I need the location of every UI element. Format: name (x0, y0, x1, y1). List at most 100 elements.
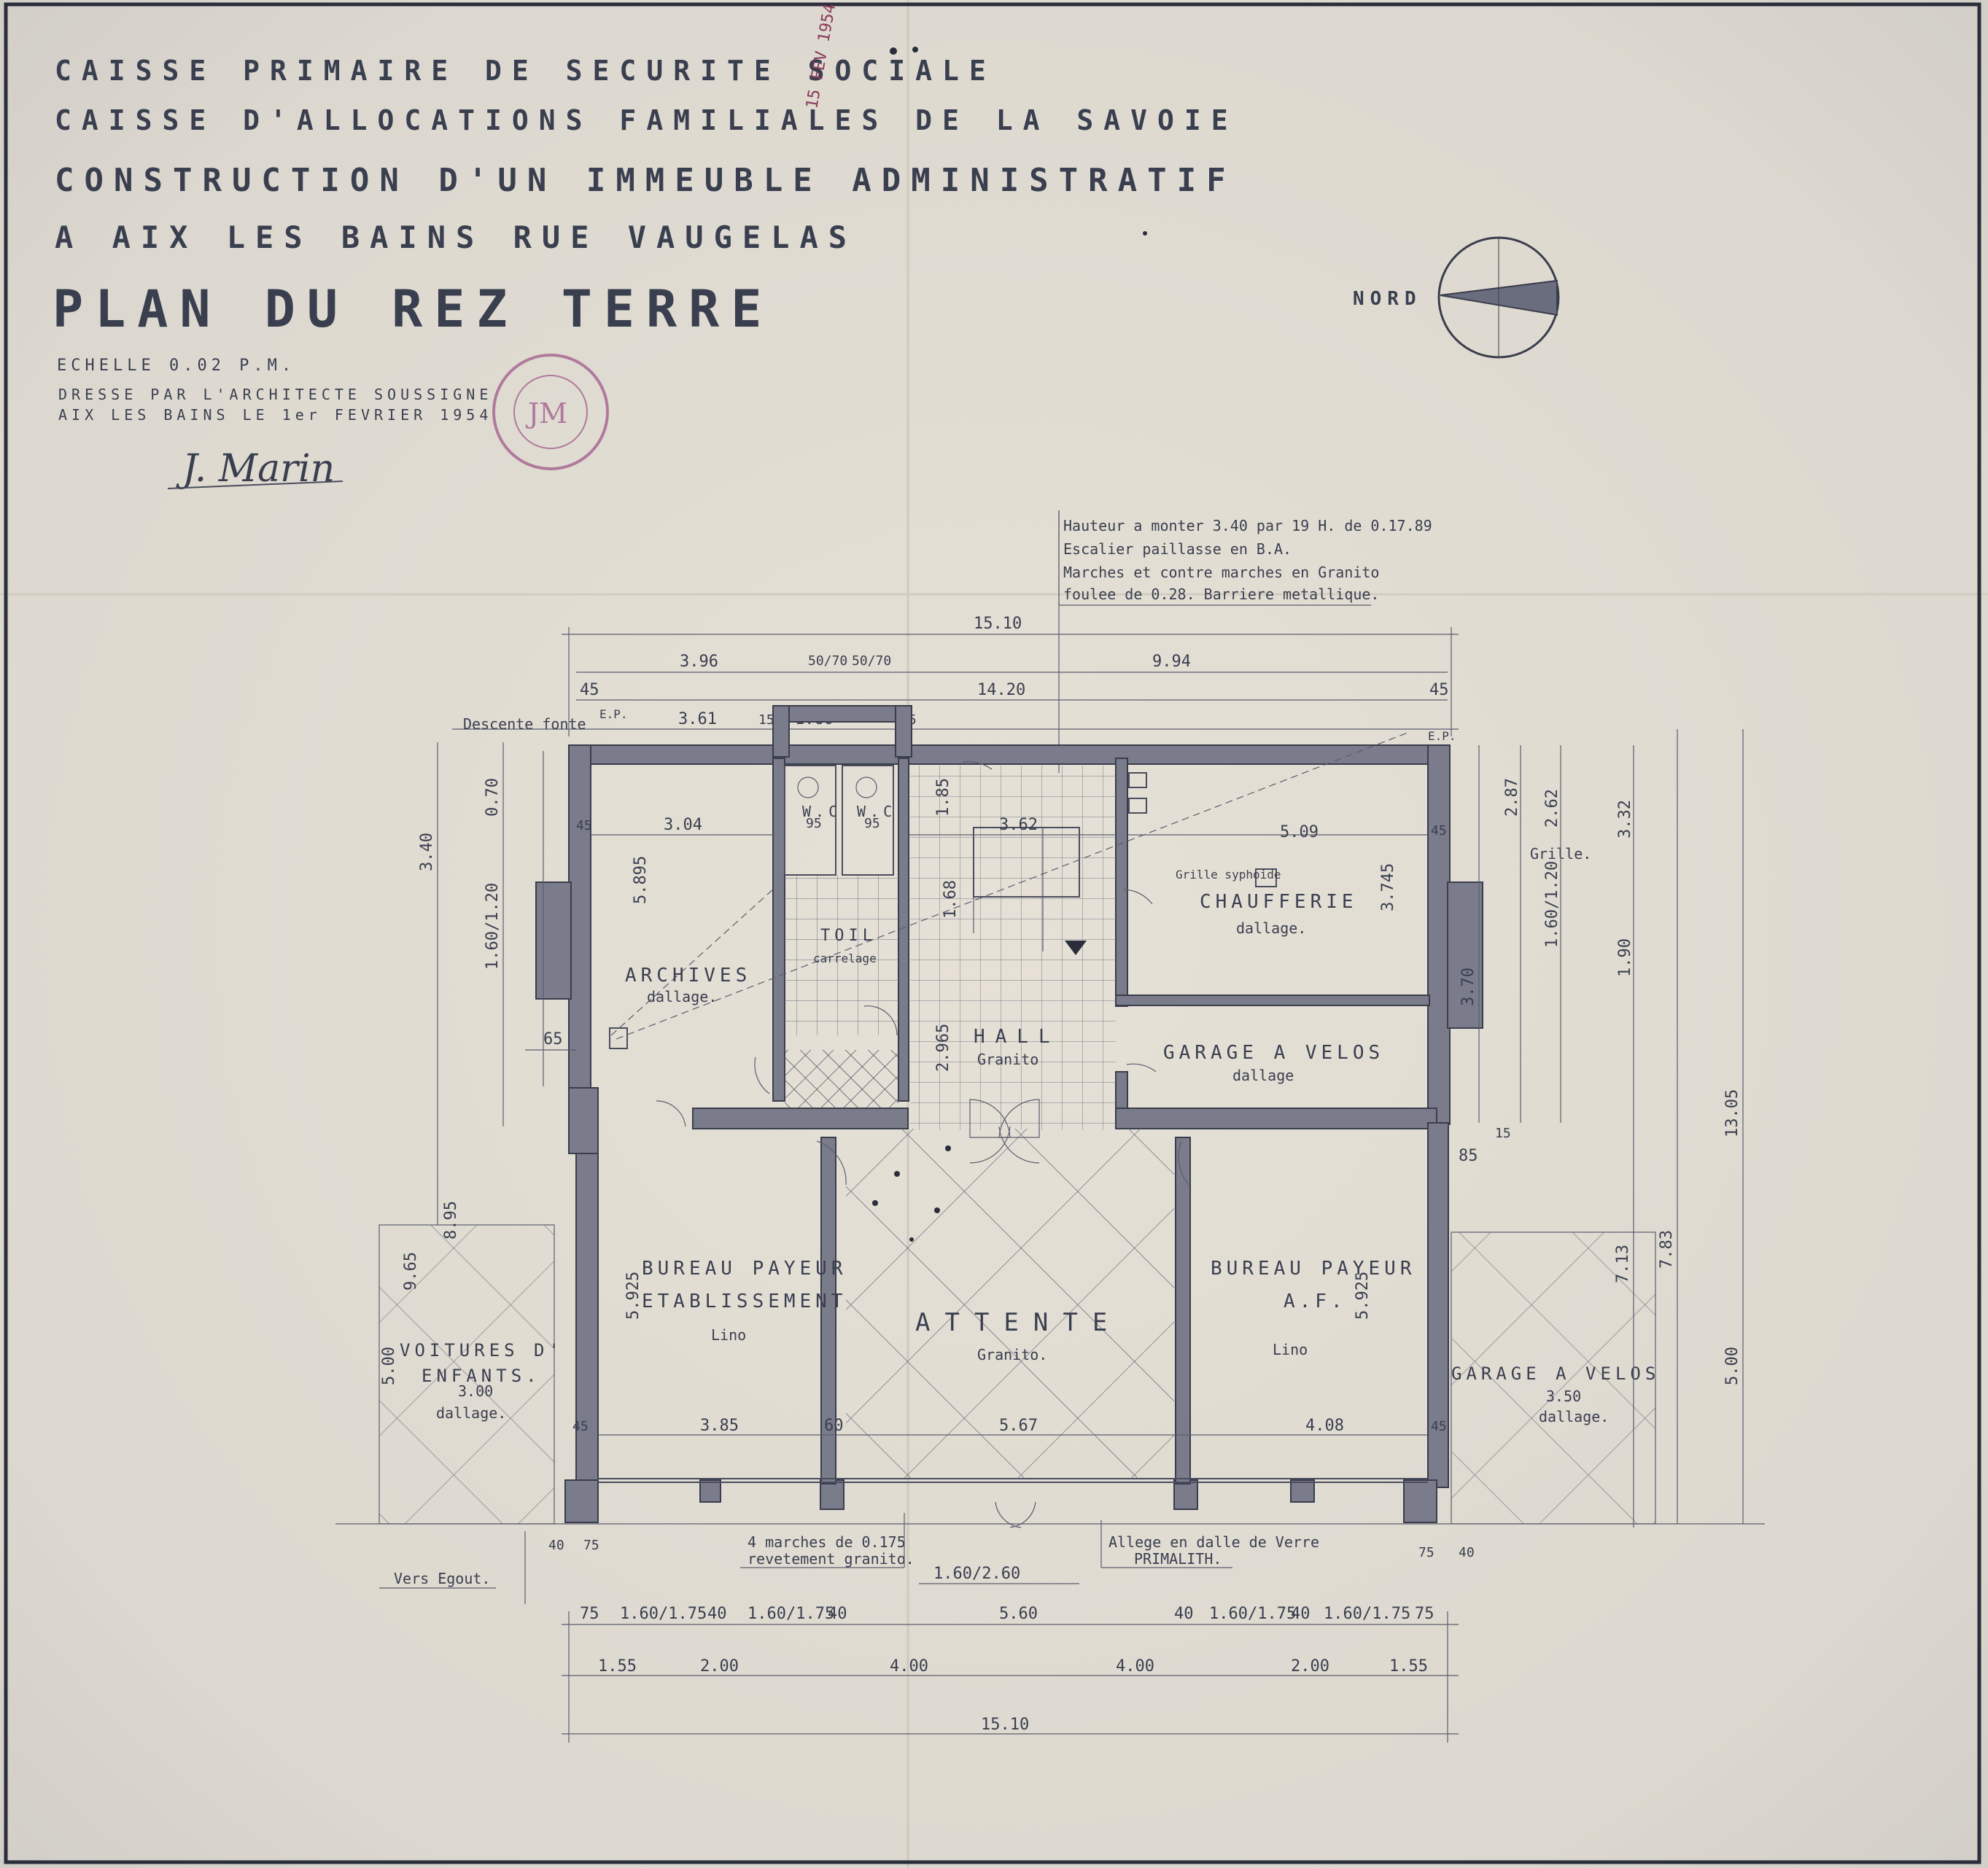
svg-text:40: 40 (1174, 1605, 1194, 1623)
svg-text:3.62: 3.62 (999, 816, 1038, 834)
room-garage-int-material: dallage (1232, 1067, 1294, 1084)
place-date: AIX LES BAINS LE 1er FEVRIER 1954 (58, 406, 492, 424)
svg-text:3.96: 3.96 (680, 653, 718, 671)
svg-text:1.60/1.75: 1.60/1.75 (620, 1605, 707, 1623)
svg-text:5.67: 5.67 (999, 1417, 1038, 1435)
svg-text:4.08: 4.08 (1305, 1417, 1344, 1435)
svg-text:5.895: 5.895 (632, 856, 650, 904)
drain-diagonal-right (616, 732, 1408, 1040)
svg-text:JM: JM (525, 397, 567, 429)
title-line-3: CONSTRUCTION D'UN IMMEUBLE ADMINISTRATIF (55, 162, 1236, 199)
staircase (962, 761, 1087, 955)
svg-text:2.87: 2.87 (1503, 778, 1521, 817)
svg-text:3.04: 3.04 (664, 816, 702, 834)
svg-text:5.00: 5.00 (1723, 1347, 1742, 1385)
room-bureau-af-label-1: BUREAU PAYEUR (1211, 1258, 1416, 1280)
svg-text:2.62: 2.62 (1543, 789, 1561, 828)
room-chaufferie-label: CHAUFFERIE (1200, 891, 1358, 913)
title-line-1: CAISSE PRIMAIRE DE SECURITE SOCIALE (55, 55, 996, 87)
svg-text:1.60/1.20: 1.60/1.20 (484, 883, 502, 970)
room-bureau-etab-material: Lino (711, 1326, 746, 1344)
svg-text:15: 15 (1495, 1126, 1511, 1141)
signature-underline (167, 480, 343, 489)
svg-text:Hauteur a monter 3.40 par 19 H: Hauteur a monter 3.40 par 19 H. de 0.17.… (1063, 517, 1432, 534)
north-arrow-icon (1437, 236, 1560, 359)
svg-text:50/70: 50/70 (808, 653, 847, 669)
left-dimensions: 3.40 0.70 1.60/1.20 9.65 8.95 5.00 65 (380, 742, 576, 1385)
svg-text:3.70: 3.70 (1459, 968, 1478, 1006)
voitures-paving (379, 1225, 554, 1524)
ep-label-right: E.P. (1428, 729, 1456, 743)
door-swings (656, 889, 1189, 1528)
svg-text:4.00: 4.00 (890, 1657, 928, 1676)
svg-text:95: 95 (864, 816, 880, 831)
svg-text:14.20: 14.20 (977, 681, 1025, 699)
drawn-by: DRESSE PAR L'ARCHITECTE SOUSSIGNE (58, 386, 492, 403)
room-hall-material: Granito (977, 1051, 1038, 1068)
room-voitures-dim: 3.00 (458, 1382, 493, 1400)
room-toil-label: TOIL (820, 927, 877, 945)
svg-text:5.925: 5.925 (1354, 1272, 1372, 1320)
svg-text:0.70: 0.70 (484, 778, 502, 817)
stair-note: Hauteur a monter 3.40 par 19 H. de 0.17.… (1058, 510, 1432, 773)
garage-ext-paving (1451, 1232, 1655, 1524)
room-attente-material: Granito. (977, 1346, 1047, 1363)
svg-text:1.55: 1.55 (1389, 1657, 1428, 1676)
svg-text:75: 75 (580, 1605, 599, 1623)
attente-granito (846, 1129, 1174, 1479)
signature: J. Marin (176, 447, 335, 491)
grille-syphoide-label: Grille syphoide (1176, 868, 1281, 882)
svg-text:Vers Egout.: Vers Egout. (394, 1570, 490, 1587)
drain-diagonal-left (610, 887, 775, 1036)
svg-text:45: 45 (580, 681, 599, 699)
svg-text:2.965: 2.965 (934, 1024, 952, 1072)
svg-text:9.65: 9.65 (402, 1252, 420, 1291)
svg-text:45: 45 (1431, 1419, 1447, 1434)
north-label: NORD (1353, 288, 1422, 310)
interior-dimensions: 3.04 3.62 5.09 45 45 3.85 60 5.67 4.08 4… (572, 778, 1447, 1436)
svg-text:2.00: 2.00 (700, 1657, 739, 1676)
svg-text:1.68: 1.68 (941, 880, 960, 919)
svg-text:3.32: 3.32 (1616, 800, 1634, 838)
room-wc-label-1: W.C (802, 803, 842, 820)
svg-text:85: 85 (1459, 1147, 1478, 1165)
scale-label: ECHELLE 0.02 P.M. (57, 357, 295, 375)
svg-text:5.925: 5.925 (624, 1272, 642, 1320)
svg-text:Allege en dalle de Verre: Allege en dalle de Verre (1108, 1533, 1319, 1551)
top-dimensions: 15.10 3.96 9.94 50/70 50/70 14.20 45 45 … (452, 615, 1459, 743)
svg-text:1.60/1.20: 1.60/1.20 (1543, 861, 1561, 948)
svg-text:50/70: 50/70 (852, 653, 891, 669)
svg-text:45: 45 (1429, 681, 1449, 699)
svg-text:65: 65 (543, 1030, 563, 1048)
svg-text:8.95: 8.95 (442, 1201, 460, 1240)
official-seal-icon: JM (492, 354, 609, 470)
room-voitures-material: dallage. (436, 1404, 506, 1422)
room-garage-ext-material: dallage. (1539, 1408, 1609, 1425)
ep-label-left: E.P. (599, 707, 628, 721)
room-hall-label: HALL (974, 1026, 1060, 1048)
svg-text:3.61: 3.61 (678, 710, 717, 728)
toil-entry-hatch (785, 1050, 898, 1108)
room-garage-ext-dim: 3.50 (1546, 1388, 1581, 1405)
room-bureau-etab-label-1: BUREAU PAYEUR (642, 1258, 847, 1280)
svg-text:Escalier paillasse en B.A.: Escalier paillasse en B.A. (1063, 540, 1292, 558)
svg-text:5.60: 5.60 (999, 1605, 1038, 1623)
descente-label: Descente fonte (463, 715, 586, 733)
svg-text:7.13: 7.13 (1614, 1245, 1632, 1283)
svg-text:5.09: 5.09 (1280, 823, 1319, 841)
svg-text:4 marches de 0.175: 4 marches de 0.175 (748, 1533, 906, 1551)
sheet-border (4, 2, 1981, 1864)
room-chaufferie-material: dallage. (1236, 919, 1306, 937)
room-archives-material: dallage. (647, 988, 717, 1005)
svg-text:3.85: 3.85 (700, 1417, 739, 1435)
room-garage-ext-label: GARAGE A VELOS (1451, 1363, 1660, 1384)
svg-text:15.10: 15.10 (974, 615, 1022, 633)
room-garage-int-label: GARAGE A VELOS (1163, 1042, 1384, 1064)
svg-text:15.10: 15.10 (981, 1716, 1029, 1734)
paper-marks (872, 47, 1147, 1242)
svg-text:7.83: 7.83 (1658, 1230, 1676, 1269)
room-bureau-etab-label-2: ETABLISSEMENT (642, 1291, 847, 1312)
svg-text:9.94: 9.94 (1152, 653, 1191, 671)
room-bureau-af-label-2: A.F. (1284, 1291, 1347, 1312)
